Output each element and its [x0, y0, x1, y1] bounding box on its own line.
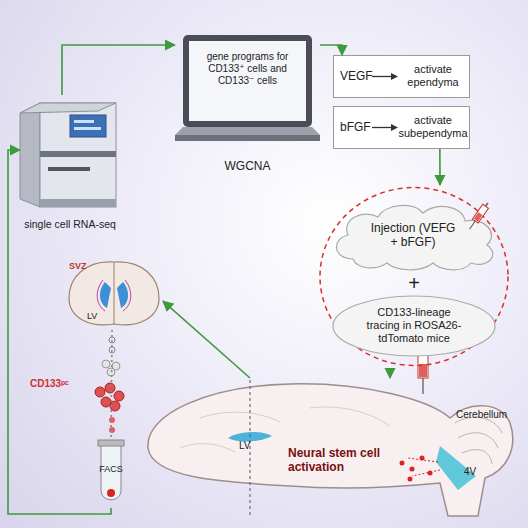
rect-part: [474, 212, 483, 221]
rect-part: [40, 151, 116, 157]
red-cell: [109, 417, 115, 423]
facs-tube: FACS: [95, 440, 127, 508]
line-part: [486, 203, 488, 206]
flow-arrow: [389, 368, 391, 378]
node-text: 4V: [464, 466, 476, 478]
path-part: [180, 407, 390, 452]
rect-part: [189, 41, 306, 121]
red-cell: [101, 397, 111, 407]
circle-part: [400, 461, 405, 466]
line-part: [412, 470, 440, 476]
circle-part: [107, 489, 115, 497]
ellipse-part: [333, 296, 495, 356]
path-part: [391, 73, 398, 80]
cell: [109, 337, 115, 343]
path-part: [97, 280, 131, 311]
path-part: [148, 384, 513, 516]
path-part: [391, 124, 398, 131]
path-part: [100, 282, 111, 308]
needle: [422, 378, 423, 394]
flow-arrow: [320, 45, 342, 55]
node-text: CD133-lineage tracing in ROSA26-tdTomato…: [364, 306, 464, 346]
rect-part: [472, 204, 488, 223]
line-part: [470, 221, 476, 229]
flow-arrow: [439, 149, 441, 185]
node-text: SVZ: [69, 261, 87, 272]
flow-arrow: [8, 150, 111, 514]
red-cell: [105, 383, 115, 393]
flow-arrow: [62, 45, 175, 95]
circle-part: [428, 471, 433, 476]
rect-part: [48, 167, 90, 171]
node-text: single cell RNA-seq: [20, 218, 120, 231]
cell: [109, 347, 115, 353]
red-cell: [114, 391, 124, 401]
path-part: [337, 205, 493, 269]
rect-part: [74, 127, 101, 130]
injection-cloud: Injection (VEFG + bFGF): [323, 199, 505, 271]
lineage-ellipse: CD133-lineage tracing in ROSA26-tdTomato…: [332, 295, 496, 357]
laptop-computer: gene programs for CD133⁺ cells and CD133…: [175, 35, 320, 185]
cell-label: CD133ᵖᶜ: [30, 378, 69, 390]
rect-part: [175, 135, 320, 141]
process-box: VEGF activate ependyma: [333, 55, 470, 98]
g-part: [467, 201, 491, 231]
node-text: activate ependyma: [398, 63, 468, 89]
rect-part: [74, 120, 94, 123]
dashed-circle: + Injection (VEFG + bFGF) CD133-lineage tr…: [318, 185, 510, 368]
red-cell: [95, 387, 105, 397]
node-text: gene programs for CD133⁺ cells and CD133…: [197, 51, 298, 87]
node-text: Neural stem cell activation: [288, 446, 398, 475]
node-text: Cerebellum: [456, 409, 507, 421]
rect-part: [40, 103, 116, 207]
circle-part: [408, 477, 413, 482]
node-text: LV: [87, 311, 97, 322]
polygon-part: [20, 103, 116, 113]
cell: [102, 360, 110, 368]
node-text: Injection (VEFG + bFGF): [363, 221, 463, 250]
rect-part: [98, 440, 124, 446]
line-part: [372, 127, 392, 128]
rect-part: [70, 115, 106, 137]
node-text: LV: [239, 440, 251, 452]
node-text: WGCNA: [175, 159, 320, 173]
circle-part: [410, 467, 415, 472]
flow-arrow: [111, 330, 112, 440]
line-part: [114, 262, 115, 324]
path-part: [69, 262, 159, 325]
rect-part: [183, 35, 312, 127]
brain-sagittal: LV Cerebellum 4V Neural stem cell activatio…: [140, 378, 515, 518]
node-text: VEGF: [340, 69, 372, 83]
rect-part: [40, 199, 116, 207]
circle-part: [420, 456, 425, 461]
cell: [107, 368, 115, 376]
sorted-cells: [95, 337, 124, 433]
brain-coronal: SVZ LV: [65, 258, 163, 330]
node-text: bFGF: [340, 120, 372, 134]
node-text: activate subependyma: [398, 114, 468, 140]
node-text: FACS: [87, 464, 135, 475]
path-part: [175, 127, 320, 135]
node-text: +: [318, 271, 510, 295]
polygon-part: [20, 103, 40, 207]
red-cell: [110, 401, 120, 411]
sequencer-machine: single cell RNA-seq: [20, 95, 120, 245]
path-part: [117, 282, 128, 308]
flow-arrow: [163, 301, 250, 378]
line-part: [372, 76, 392, 77]
path-part: [436, 446, 476, 490]
process-box: bFGF activate subependyma: [333, 106, 470, 149]
red-cell: [109, 427, 115, 433]
path-part: [455, 417, 502, 464]
